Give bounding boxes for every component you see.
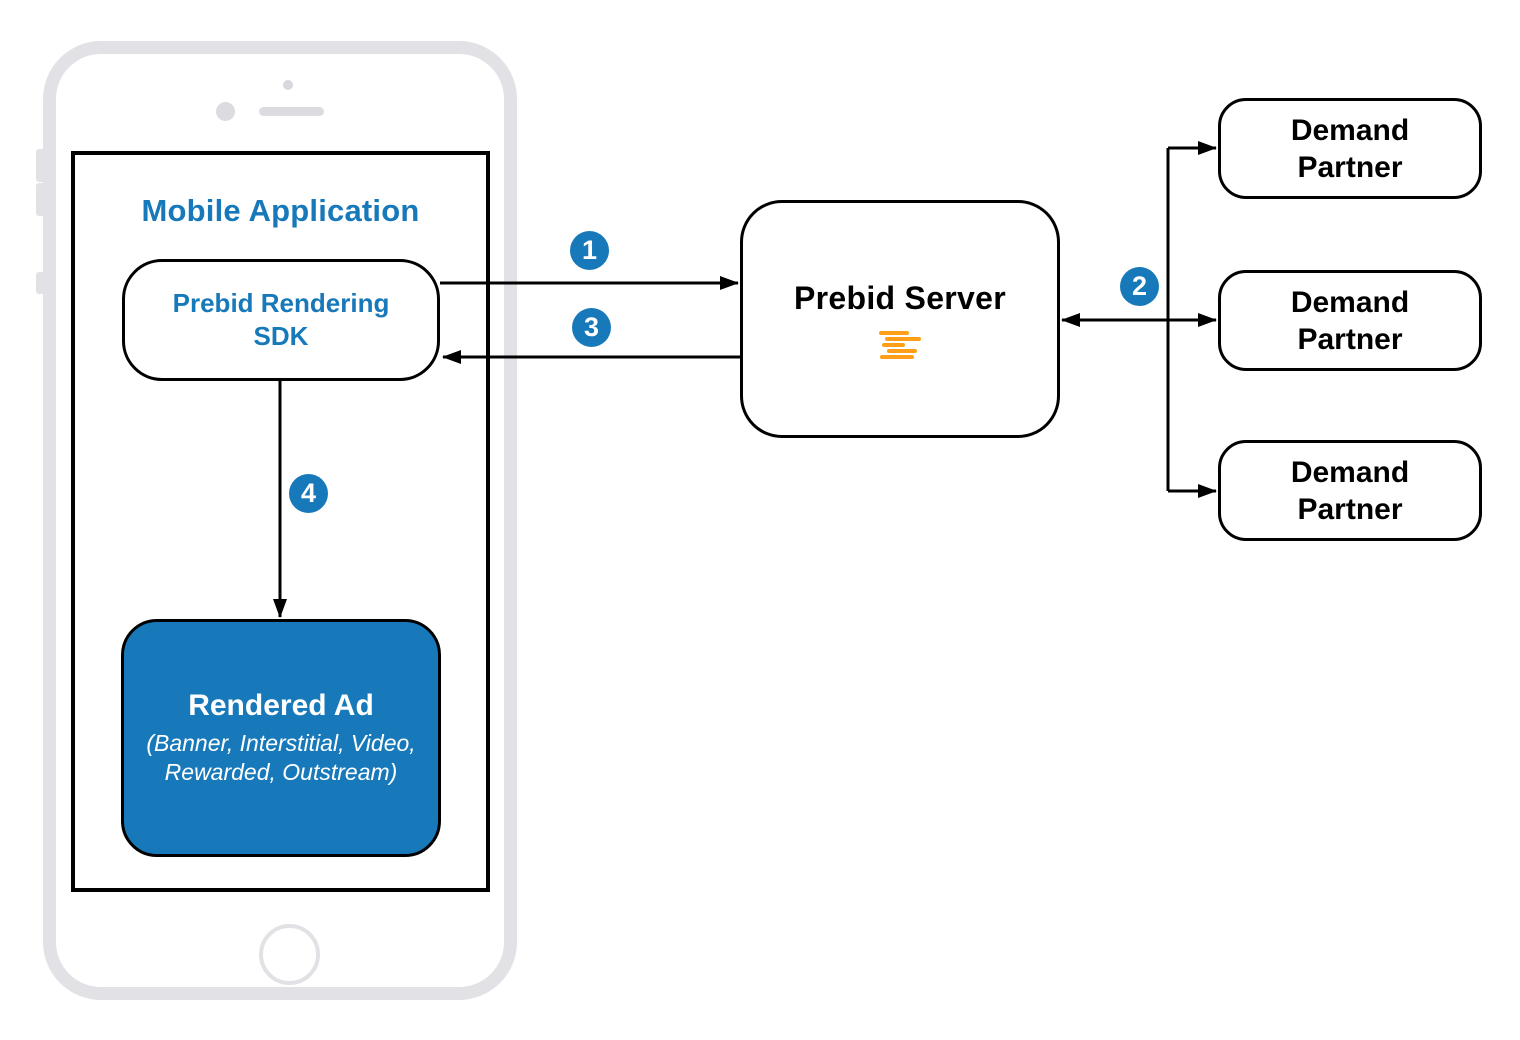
demand-partner-1-line2: Partner [1297, 150, 1403, 184]
demand-partner-box-1: Demand Partner [1218, 98, 1482, 199]
prebid-rendering-sdk-box: Prebid Rendering SDK [122, 259, 440, 381]
volume-up-button [36, 183, 45, 216]
front-camera-icon [283, 80, 293, 90]
demand-partner-1-line1: Demand [1290, 113, 1410, 147]
sdk-label-line2: SDK [253, 321, 309, 351]
mute-switch [36, 149, 45, 182]
speaker-icon [259, 107, 324, 116]
prebid-server-box: Prebid Server [740, 200, 1060, 438]
rendered-ad-title: Rendered Ad [188, 689, 374, 722]
prebid-logo-icon [879, 330, 921, 359]
step-badge-4: 4 [289, 474, 328, 513]
sdk-label-line1: Prebid Rendering [172, 288, 390, 318]
step-badge-3: 3 [572, 308, 611, 347]
prebid-server-label: Prebid Server [793, 279, 1006, 316]
volume-down-button [36, 272, 45, 294]
rendered-ad-subtitle-line1: (Banner, Interstitial, Video, [146, 730, 416, 756]
rendered-ad-box: Rendered Ad (Banner, Interstitial, Video… [121, 619, 441, 857]
mobile-app-title: Mobile Application [141, 193, 420, 228]
demand-partner-3-line1: Demand [1290, 455, 1410, 489]
sensor-dot-icon [216, 102, 235, 121]
demand-partner-2-line2: Partner [1297, 322, 1403, 356]
home-button [259, 924, 320, 985]
demand-partner-box-2: Demand Partner [1218, 270, 1482, 371]
demand-partner-2-line1: Demand [1290, 285, 1410, 319]
rendered-ad-subtitle-line2: Rewarded, Outstream) [164, 759, 398, 785]
demand-partner-box-3: Demand Partner [1218, 440, 1482, 541]
step-badge-1: 1 [570, 231, 609, 270]
demand-partner-3-line2: Partner [1297, 492, 1403, 526]
step-badge-2: 2 [1120, 267, 1159, 306]
